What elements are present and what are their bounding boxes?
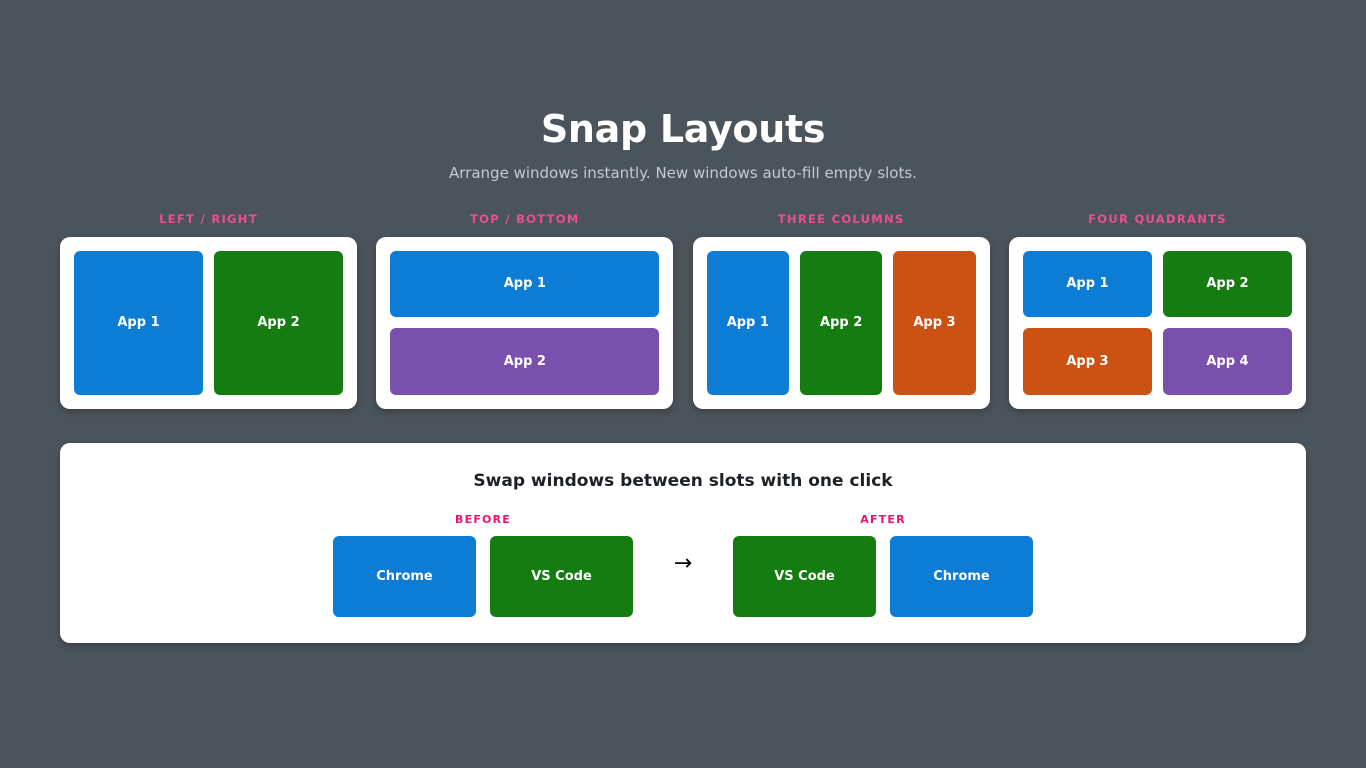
layout-tile[interactable]: App 2 xyxy=(1162,250,1292,318)
layout-tile[interactable]: App 1 xyxy=(706,250,789,395)
swap-after-group: AFTER VS Code Chrome xyxy=(733,513,1033,617)
swap-arrow-icon: → xyxy=(673,550,693,576)
layout-tile[interactable]: App 1 xyxy=(74,250,203,395)
layout-tile[interactable]: App 2 xyxy=(390,328,660,395)
swap-tile-before[interactable]: VS Code xyxy=(490,535,633,617)
page-subtitle: Arrange windows instantly. New windows a… xyxy=(449,163,917,182)
layout-tile[interactable]: App 3 xyxy=(893,250,976,395)
layout-preview-left-right[interactable]: App 1 App 2 xyxy=(60,236,357,409)
swap-before-label: BEFORE xyxy=(455,512,511,526)
swap-heading: Swap windows between slots with one clic… xyxy=(473,470,893,491)
layout-tile[interactable]: App 2 xyxy=(799,250,883,395)
layout-tile[interactable]: App 1 xyxy=(1022,250,1152,318)
layout-label-top-bottom: TOP / BOTTOM xyxy=(470,211,580,226)
layout-label-four-quadrants: FOUR QUADRANTS xyxy=(1088,211,1227,226)
layout-label-left-right: LEFT / RIGHT xyxy=(159,211,258,226)
layout-preview-top-bottom[interactable]: App 1 App 2 xyxy=(376,236,674,409)
layout-tile[interactable]: App 1 xyxy=(390,250,660,318)
layout-options-row: LEFT / RIGHT App 1 App 2 TOP / BOTTOM Ap… xyxy=(0,212,1366,409)
layout-option-left-right[interactable]: LEFT / RIGHT App 1 App 2 xyxy=(60,212,357,409)
swap-demo-body: BEFORE Chrome VS Code → AFTER VS Code Ch… xyxy=(90,513,1276,617)
layout-preview-three-columns[interactable]: App 1 App 2 App 3 xyxy=(692,236,990,409)
swap-tile-before[interactable]: Chrome xyxy=(333,535,476,617)
layout-option-four-quadrants[interactable]: FOUR QUADRANTS App 1 App 2 App 3 App 4 xyxy=(1008,211,1306,409)
layout-preview-four-quadrants[interactable]: App 1 App 2 App 3 App 4 xyxy=(1008,236,1306,409)
page-header: Snap Layouts Arrange windows instantly. … xyxy=(0,107,1366,182)
layout-option-three-columns[interactable]: THREE COLUMNS App 1 App 2 App 3 xyxy=(692,211,990,409)
layout-tile[interactable]: App 3 xyxy=(1022,328,1152,395)
swap-demo-card: Swap windows between slots with one clic… xyxy=(60,442,1306,643)
layout-tile[interactable]: App 2 xyxy=(214,250,343,395)
swap-tile-after[interactable]: VS Code xyxy=(733,535,876,617)
layout-label-three-columns: THREE COLUMNS xyxy=(777,211,905,226)
page-title: Snap Layouts xyxy=(540,107,826,151)
swap-before-group: BEFORE Chrome VS Code xyxy=(333,513,633,617)
layout-tile[interactable]: App 4 xyxy=(1162,328,1292,395)
swap-after-label: AFTER xyxy=(860,512,906,526)
swap-tile-after[interactable]: Chrome xyxy=(890,535,1033,617)
layout-option-top-bottom[interactable]: TOP / BOTTOM App 1 App 2 xyxy=(376,211,674,409)
